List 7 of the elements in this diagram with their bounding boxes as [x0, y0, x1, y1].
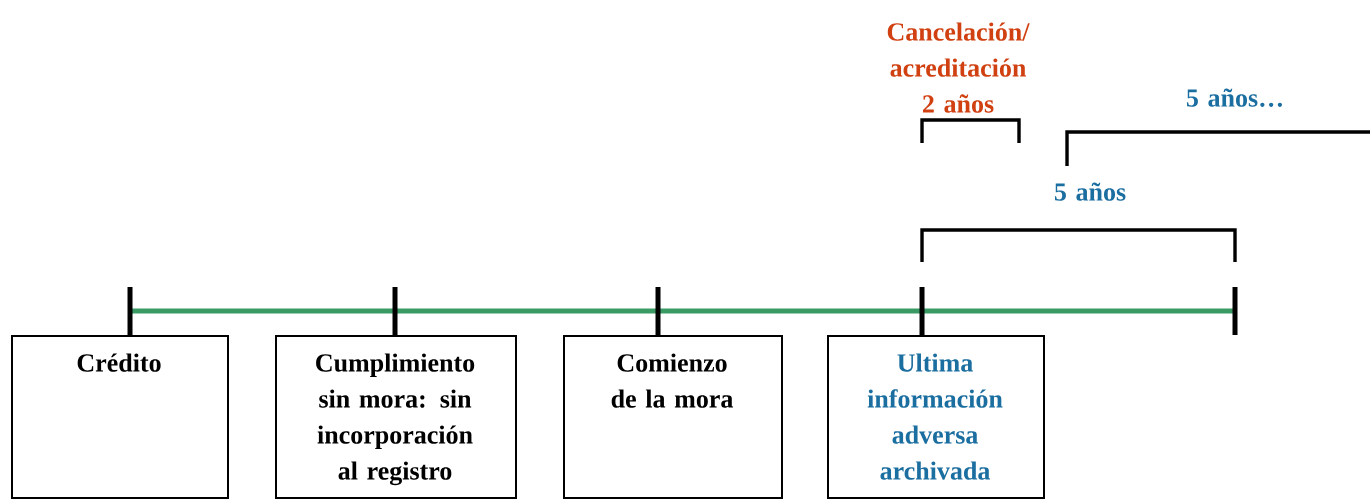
event-box: Cumplimiento sin mora: sin incorporación al registro	[275, 335, 517, 499]
event-box: Crédito	[11, 335, 229, 499]
duration-label: 5 años	[1054, 182, 1126, 201]
duration-label: Cancelación/ acreditación 2 años	[887, 22, 1030, 113]
event-box: Comienzo de la mora	[563, 335, 783, 499]
duration-label: 5 años…	[1186, 88, 1282, 107]
event-box: Ultima información adversa archivada	[827, 335, 1045, 499]
